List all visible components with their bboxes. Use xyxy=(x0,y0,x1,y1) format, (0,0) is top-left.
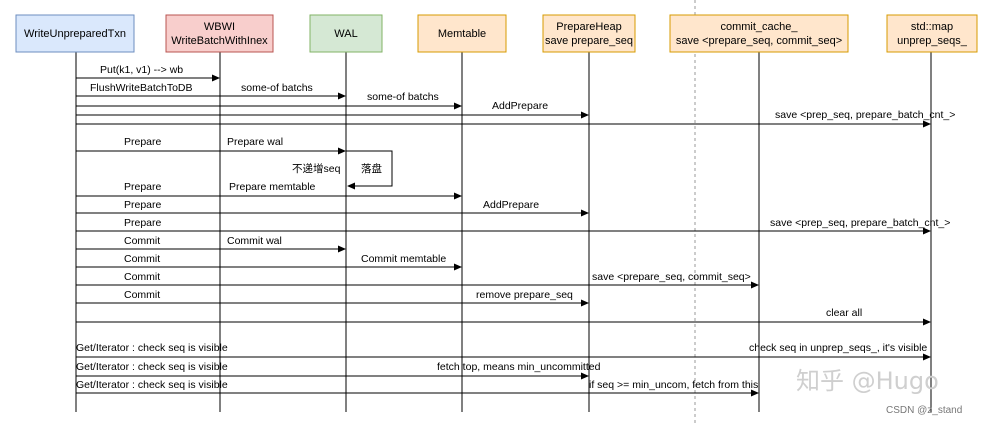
message-label: 落盘 xyxy=(361,162,382,175)
message-label: Commit wal xyxy=(227,235,282,247)
message-label: 不递增seq xyxy=(292,162,341,175)
message-label: Commit xyxy=(124,271,160,283)
message-label: Prepare memtable xyxy=(229,181,316,193)
participant-memtable-label: Memtable xyxy=(438,28,486,40)
message-label: remove prepare_seq xyxy=(476,289,573,301)
message-label: check seq in unprep_seqs_, it's visible xyxy=(749,342,927,354)
message-label: Commit xyxy=(124,235,160,247)
participant-wbwi: WBWI WriteBatchWithInex xyxy=(165,14,274,53)
message-label: Prepare xyxy=(124,199,162,211)
message-label: save <prepare_seq, commit_seq> xyxy=(592,271,751,283)
participant-cache-label: commit_cache_ xyxy=(720,21,798,33)
participant-wbwi-sublabel: WriteBatchWithInex xyxy=(171,35,268,47)
lifelines xyxy=(75,52,932,412)
message-label: save <prep_seq, prepare_batch_cnt_> xyxy=(770,217,950,229)
participant-wal-label: WAL xyxy=(334,28,357,40)
self-loop-arrow xyxy=(346,150,393,190)
message-label: Prepare xyxy=(124,217,162,229)
message-label: some-of batchs xyxy=(367,91,439,103)
message-label: Commit xyxy=(124,289,160,301)
participant-map-label: std::map xyxy=(911,21,953,33)
message-label: Get/Iterator : check seq is visible xyxy=(76,379,228,391)
message-label: AddPrepare xyxy=(483,199,539,211)
participant-memtable: Memtable xyxy=(417,14,507,53)
message-label: clear all xyxy=(826,307,862,319)
message-label: if seq >= min_uncom, fetch from this xyxy=(589,379,758,391)
participant-map-sublabel: unprep_seqs_ xyxy=(897,35,968,47)
participant-txn: WriteUnpreparedTxn xyxy=(15,14,135,53)
participant-heap-sublabel: save prepare_seq xyxy=(545,35,633,47)
participant-wbwi-label: WBWI xyxy=(204,21,235,33)
message-label: fetch top, means min_uncommitted xyxy=(437,361,601,373)
participant-map: std::map unprep_seqs_ xyxy=(886,14,978,53)
participant-txn-label: WriteUnpreparedTxn xyxy=(24,28,126,40)
messages: Put(k1, v1) --> wb FlushWriteBatchToDB s… xyxy=(76,64,955,397)
message-label: save <prep_seq, prepare_batch_cnt_> xyxy=(775,109,955,121)
message-label: Prepare wal xyxy=(227,136,283,148)
message-label: Get/Iterator : check seq is visible xyxy=(76,342,228,354)
participant-heap-label: PrepareHeap xyxy=(556,21,621,33)
participant-heap: PrepareHeap save prepare_seq xyxy=(542,14,636,53)
message-label: some-of batchs xyxy=(241,82,313,94)
message-label: Get/Iterator : check seq is visible xyxy=(76,361,228,373)
message-label: FlushWriteBatchToDB xyxy=(90,82,193,94)
watermark-source: CSDN @z_stand xyxy=(886,405,962,416)
message-label: Put(k1, v1) --> wb xyxy=(100,64,183,76)
participant-cache-sublabel: save <prepare_seq, commit_seq> xyxy=(676,35,842,47)
message-label: Commit memtable xyxy=(361,253,446,265)
watermark-main: 知乎 @Hugo xyxy=(796,367,939,395)
message-label: Prepare xyxy=(124,181,162,193)
participant-wal: WAL xyxy=(309,14,383,53)
message-label: AddPrepare xyxy=(492,100,548,112)
message-label: Commit xyxy=(124,253,160,265)
message-label: Prepare xyxy=(124,136,162,148)
participant-cache: commit_cache_ save <prepare_seq, commit_… xyxy=(669,14,849,53)
